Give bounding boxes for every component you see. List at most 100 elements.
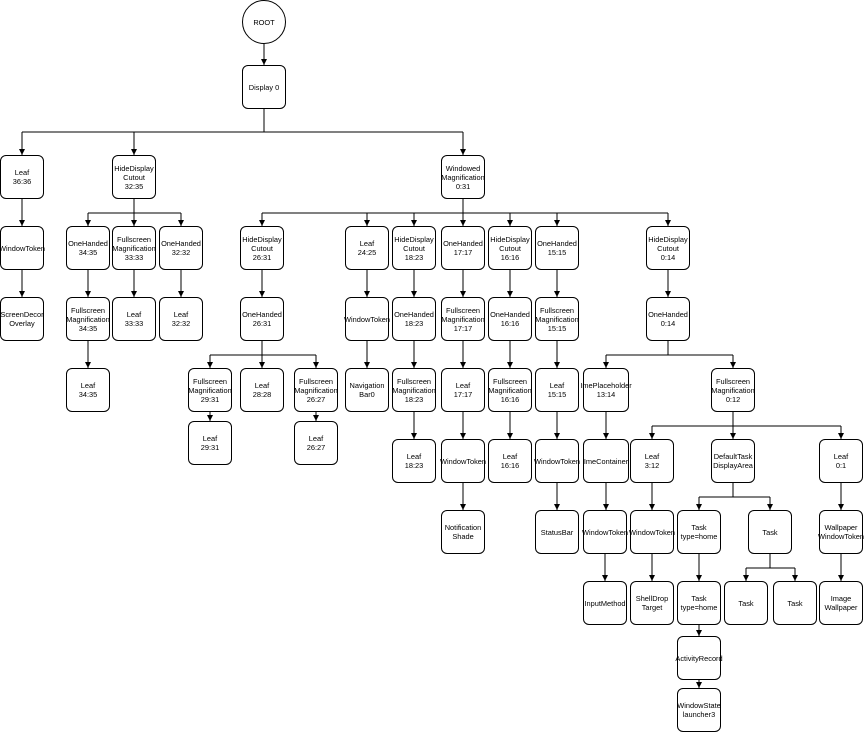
node-label: Fullscreen Magnification 26:27 [294,376,338,404]
node-label: Notification Shade [444,523,482,541]
node-window-token: WindowToken [629,510,675,554]
arrowhead [19,220,25,226]
arrowhead [460,149,466,155]
node-one-handed-15-15: OneHanded 15:15 [535,226,579,270]
arrowhead [507,362,513,368]
node-window-state-launcher3: WindowState launcher3 [677,688,721,732]
arrowhead [259,220,265,226]
node-notification-shade: Notification Shade [441,510,485,554]
node-one-handed-32-32: OneHanded 32:32 [159,226,203,270]
node-label: Leaf 36:36 [12,168,32,186]
node-fullscreen-magnification-0-12: Fullscreen Magnification 0:12 [711,368,755,412]
arrowhead [460,433,466,439]
node-leaf-32-32: Leaf 32:32 [159,297,203,341]
node-label: ActivityRecord [675,653,723,663]
arrowhead [696,504,702,510]
arrowhead [364,291,370,297]
node-fullscreen-magnification-34-35: Fullscreen Magnification 34:35 [66,297,110,341]
node-task-type-home: Task type=home [677,581,721,625]
node-label: OneHanded 0:14 [648,310,688,328]
node-label: Image Wallpaper [824,594,858,612]
node-label: Leaf 34:35 [78,381,98,399]
node-label: Task [787,598,803,608]
node-label: InputMethod [584,598,626,608]
arrowhead [507,433,513,439]
node-fullscreen-magnification-16-16: Fullscreen Magnification 16:16 [488,368,532,412]
node-task-type-home: Task type=home [677,510,721,554]
node-window-token: WindowToken [440,439,486,483]
arrowhead [411,362,417,368]
node-label: Leaf 3:12 [644,452,660,470]
node-navigation-bar0: Navigation Bar0 [345,368,389,412]
node-one-handed-0-14: OneHanded 0:14 [646,297,690,341]
node-label: OneHanded 15:15 [537,239,577,257]
node-label: DefaultTask DisplayArea [713,452,753,470]
node-wallpaper-window-token: Wallpaper WindowToken [818,510,864,554]
node-display-0: Display 0 [242,65,286,109]
node-label: OneHanded 18:23 [394,310,434,328]
arrowhead [665,220,671,226]
node-window-token: WindowToken [0,226,45,270]
arrowhead [411,220,417,226]
node-label: HideDisplay Cutout 18:23 [394,234,434,262]
arrowhead [743,575,749,581]
node-ime-placeholder-13-14: ImePlaceholder 13:14 [580,368,632,412]
arrowhead [696,682,702,688]
arrowhead [730,362,736,368]
arrowhead [665,291,671,297]
node-input-method: InputMethod [583,581,627,625]
arrowhead [507,291,513,297]
node-label: HideDisplay Cutout 0:14 [648,234,688,262]
node-hide-display-cutout-18-23: HideDisplay Cutout 18:23 [392,226,436,270]
arrowhead [603,433,609,439]
node-label: Fullscreen Magnification 17:17 [441,305,485,333]
node-label: Leaf 0:1 [833,452,849,470]
node-label: Task type=home [680,594,718,612]
node-one-handed-16-16: OneHanded 16:16 [488,297,532,341]
arrowhead [85,291,91,297]
arrowhead [603,362,609,368]
node-label: WindowToken [534,456,581,466]
arrowhead [207,415,213,421]
node-one-handed-26-31: OneHanded 26:31 [240,297,284,341]
arrowhead [313,362,319,368]
node-task: Task [724,581,768,625]
node-label: Task [738,598,754,608]
node-label: HideDisplay Cutout 32:35 [114,163,154,191]
node-leaf-36-36: Leaf 36:36 [0,155,44,199]
node-label: Fullscreen Magnification 33:33 [112,234,156,262]
node-one-handed-34-35: OneHanded 34:35 [66,226,110,270]
arrowhead [696,575,702,581]
node-window-token: WindowToken [534,439,581,483]
node-root: ROOT [242,0,286,44]
node-label: Leaf 28:28 [252,381,272,399]
node-status-bar: StatusBar [535,510,579,554]
arrowhead [838,433,844,439]
arrowhead [507,220,513,226]
arrowhead [19,291,25,297]
node-label: WindowState launcher3 [677,701,721,719]
arrowhead [460,362,466,368]
arrowhead [602,575,608,581]
arrowhead [313,415,319,421]
node-label: Leaf 24:25 [357,239,377,257]
node-fullscreen-magnification-18-23: Fullscreen Magnification 18:23 [392,368,436,412]
node-fullscreen-magnification-17-17: Fullscreen Magnification 17:17 [441,297,485,341]
arrowhead [131,220,137,226]
node-windowed-magnification-0-31: Windowed Magnification 0:31 [441,155,485,199]
node-label: Fullscreen Magnification 0:12 [711,376,755,404]
node-label: WindowToken [344,314,391,324]
node-label: ShellDrop Target [635,594,669,612]
arrowhead [767,504,773,510]
node-shell-drop-target: ShellDrop Target [630,581,674,625]
node-label: Leaf 15:15 [547,381,567,399]
node-activity-record: ActivityRecord [675,636,723,680]
node-hide-display-cutout-26-31: HideDisplay Cutout 26:31 [240,226,284,270]
node-label: Fullscreen Magnification 29:31 [188,376,232,404]
arrowhead [649,504,655,510]
node-label: OneHanded 26:31 [242,310,282,328]
node-label: Display 0 [248,82,280,92]
node-leaf-24-25: Leaf 24:25 [345,226,389,270]
arrowhead [259,291,265,297]
